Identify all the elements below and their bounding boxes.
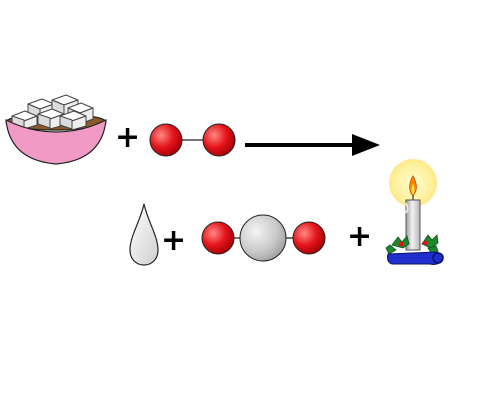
reaction-arrow: [245, 134, 380, 156]
plus-sign: +: [115, 120, 141, 155]
oxygen-molecule-icon: [149, 123, 236, 157]
plus-sign: +: [347, 219, 373, 254]
sugar-bowl-icon: [5, 94, 107, 165]
plus-sign: +: [161, 223, 187, 258]
water-drop-icon: [129, 203, 159, 266]
candle-icon: [385, 159, 444, 265]
carbon-dioxide-molecule-icon: [201, 214, 326, 262]
